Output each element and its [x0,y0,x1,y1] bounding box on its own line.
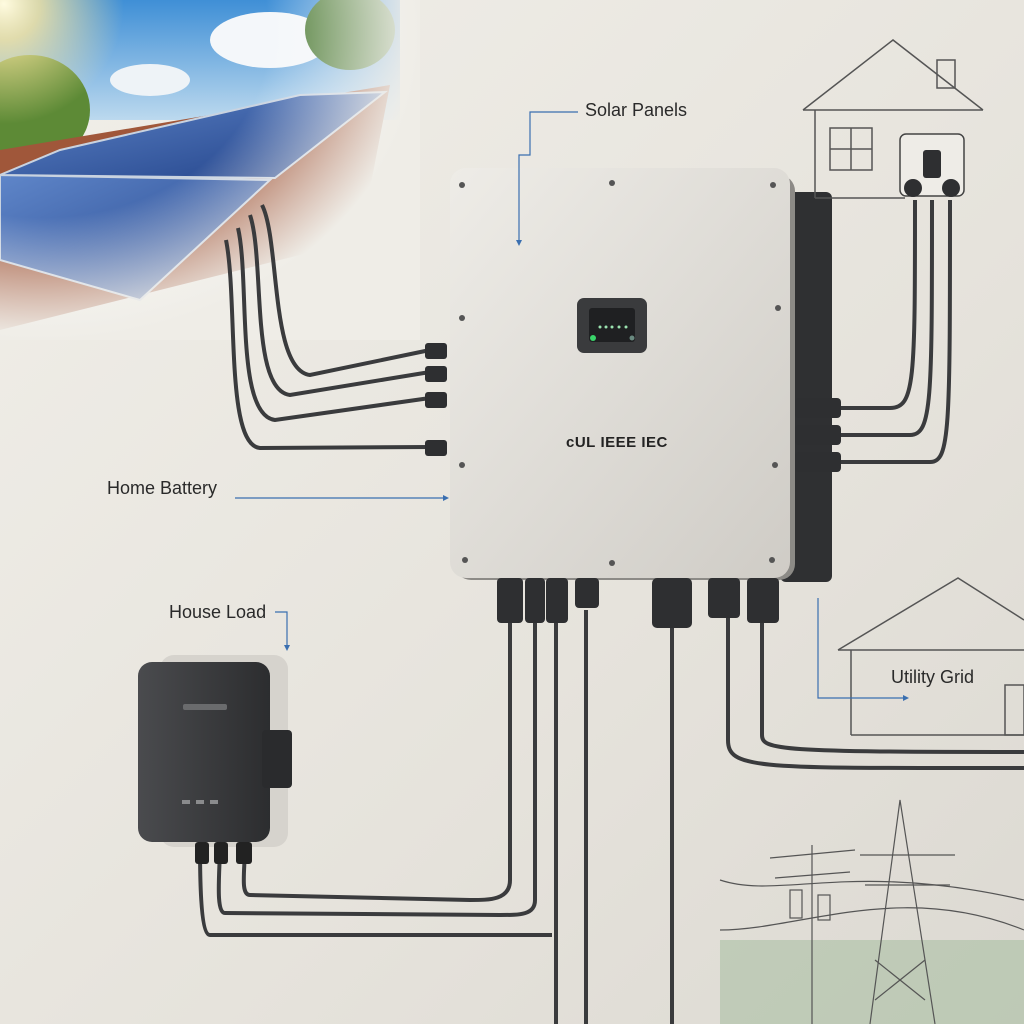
leader-lines [235,111,903,699]
wall-outlet-icon [899,133,965,197]
inverter [425,168,841,628]
solar-cables [224,204,431,451]
house-outline-icon [802,39,984,199]
certification-marks: cUL IEEE IEC [566,434,668,451]
solar-roof-scene [0,0,420,340]
status-led-icon [590,335,596,341]
power-tower-scene [719,799,1024,1024]
grid-cables [726,199,1024,771]
utility-building-icon [837,577,1024,736]
home-battery [138,655,292,864]
label-house-load: House Load [169,602,267,622]
label-home-battery: Home Battery [107,478,218,498]
label-solar-panels: Solar Panels [585,100,688,120]
label-utility-grid: Utility Grid [891,667,975,687]
bottom-cables [198,610,674,1024]
